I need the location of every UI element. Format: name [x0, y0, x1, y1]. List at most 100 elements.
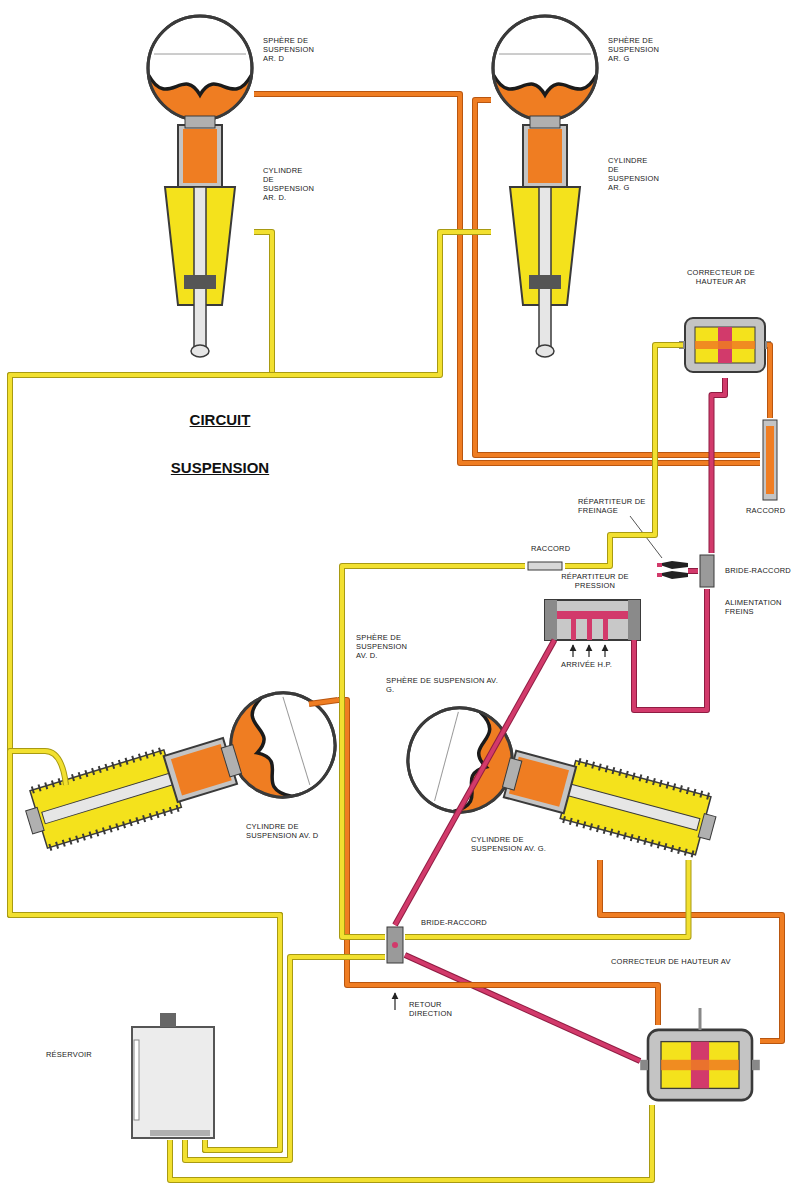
- height-corrector: CORRECTEUR DE HAUTEUR AR: [683, 312, 767, 378]
- union: RACCORD: [525, 560, 565, 572]
- suspension-unit: SPHÈRE DE SUSPENSION AV. G.CYLINDRE DE S…: [405, 705, 720, 860]
- pressure-distributor-drawing: [628, 600, 640, 640]
- pressure-distributor-drawing: [545, 600, 557, 640]
- clamp-union-drawing: [387, 927, 403, 963]
- part-label: BRIDE-RACCORD: [724, 566, 792, 575]
- part-label: BRIDE-RACCORD: [420, 918, 488, 927]
- hydraulic-pipe: [634, 589, 707, 710]
- pipe-outline: [565, 345, 683, 566]
- part-label: RÉSERVOIR: [45, 1050, 93, 1059]
- part-label: SPHÈRE DE SUSPENSION AV. G.: [385, 676, 505, 694]
- clamp-union: BRIDE-RACCORD: [698, 553, 716, 589]
- part-label: SPHÈRE DE SUSPENSION AR. D: [262, 36, 315, 63]
- pressure-distributor-drawing: [587, 619, 592, 640]
- union: RACCORD: [760, 418, 780, 502]
- diagram-title: CIRCUIT SUSPENSION: [160, 396, 280, 492]
- pipe-stub: [18, 751, 66, 785]
- part-label: RÉPARTITEUR DE PRESSION: [553, 572, 637, 590]
- hydraulic-pipe: [405, 955, 640, 1061]
- part-label: RACCORD: [745, 506, 786, 515]
- pipe-core: [405, 860, 689, 937]
- reservoir-drawing: [150, 1130, 210, 1136]
- pipe-core: [712, 378, 726, 553]
- suspension-unit: SPHÈRE DE SUSPENSION AR. GCYLINDRE DE SU…: [491, 14, 599, 360]
- note-label: ARRIVÉE H.P.: [560, 660, 613, 669]
- reservoir-drawing: [132, 1027, 214, 1138]
- part-label: CYLINDRE DE SUSPENSION AR. D.: [262, 166, 315, 202]
- pipe-core: [170, 1105, 652, 1180]
- part-label: RÉPARTITEUR DE FREINAGE: [577, 497, 647, 515]
- brake-distributor-drawing: [657, 571, 688, 579]
- pipe-core: [10, 751, 280, 1150]
- pipe-core: [688, 569, 698, 573]
- hydraulic-pipe: [405, 860, 689, 937]
- pipe-outline: [405, 860, 689, 937]
- pressure-distributor-drawing: [545, 600, 640, 640]
- inlet-arrow: [573, 645, 605, 657]
- clamp-union-drawing: [700, 555, 714, 587]
- height-corrector: CORRECTEUR DE HAUTEUR AV: [640, 1025, 760, 1105]
- pipe-outline: [10, 751, 280, 1150]
- reservoir-drawing: [134, 1040, 139, 1120]
- union-drawing: [766, 426, 774, 494]
- hydraulic-pipe: [342, 566, 525, 937]
- inlet-arrow: [588, 645, 589, 657]
- rear-cylinder: [165, 125, 235, 357]
- suspension-unit: SPHÈRE DE SUSPENSION AR. DCYLINDRE DE SU…: [146, 14, 254, 360]
- brake-distributor: RÉPARTITEUR DE FREINAGE: [655, 560, 688, 580]
- pipe-core: [342, 566, 525, 937]
- part-label: CYLINDRE DE SUSPENSION AV. G.: [470, 835, 572, 853]
- suspension-sphere: [148, 16, 252, 128]
- pipe-outline: [170, 1105, 652, 1180]
- inlet-arrow: [572, 645, 573, 657]
- part-label: CORRECTEUR DE HAUTEUR AV: [610, 957, 732, 966]
- hydraulic-pipe: [565, 345, 683, 566]
- pipe-core: [565, 345, 683, 566]
- pipe-outline: [767, 345, 770, 418]
- brake-distributor-drawing: [657, 561, 688, 569]
- clamp-union-drawing: [392, 942, 398, 948]
- pipe-core: [767, 345, 770, 418]
- hydraulic-pipe: [10, 232, 280, 1150]
- union-drawing: [763, 420, 777, 500]
- height-corrector-drawing: [640, 1030, 760, 1100]
- hydraulic-pipe: [185, 957, 385, 1160]
- inlet-arrow: [604, 645, 605, 657]
- pipe-core: [185, 957, 385, 1160]
- pipe-stub: [309, 700, 338, 704]
- part-label: SPHÈRE DE SUSPENSION AV. D.: [355, 633, 408, 660]
- brake-distributor-drawing: [657, 561, 688, 579]
- hydraulic-pipe: [712, 378, 726, 553]
- union-drawing: [528, 562, 562, 570]
- pressure-distributor-drawing: [557, 611, 628, 619]
- pipe-outline: [338, 700, 658, 1025]
- brake-distributor-drawing: [657, 573, 662, 577]
- pipe-outline: [342, 566, 525, 937]
- hydraulic-pipe: [688, 571, 698, 572]
- pressure-distributor: RÉPARTITEUR DE PRESSION: [545, 600, 640, 640]
- pipe-core: [338, 700, 658, 1025]
- hydraulic-pipe: [338, 700, 658, 1025]
- reservoir: RÉSERVOIR: [130, 1025, 216, 1140]
- note-label: RETOUR DIRECTION: [408, 1000, 465, 1018]
- part-label: SPHÈRE DE SUSPENSION AR. G: [607, 36, 660, 63]
- reservoir-drawing: [160, 1013, 176, 1027]
- pressure-distributor-drawing: [571, 619, 576, 640]
- pressure-distributor-drawing: [603, 619, 608, 640]
- suspension-sphere: [493, 16, 597, 128]
- pipe-core: [405, 955, 640, 1061]
- pipe-core: [10, 232, 280, 1150]
- part-label: CORRECTEUR DE HAUTEUR AR: [675, 268, 767, 286]
- clamp-union-drawing: [387, 927, 403, 963]
- clamp-union: BRIDE-RACCORD: [385, 925, 405, 965]
- return-arrow: [394, 993, 395, 1010]
- pipe-stub: [309, 700, 338, 704]
- pipe-outline: [405, 955, 640, 1061]
- suspension-sphere: [210, 680, 348, 812]
- union-drawing: [763, 420, 777, 500]
- pipe-stub: [18, 751, 66, 785]
